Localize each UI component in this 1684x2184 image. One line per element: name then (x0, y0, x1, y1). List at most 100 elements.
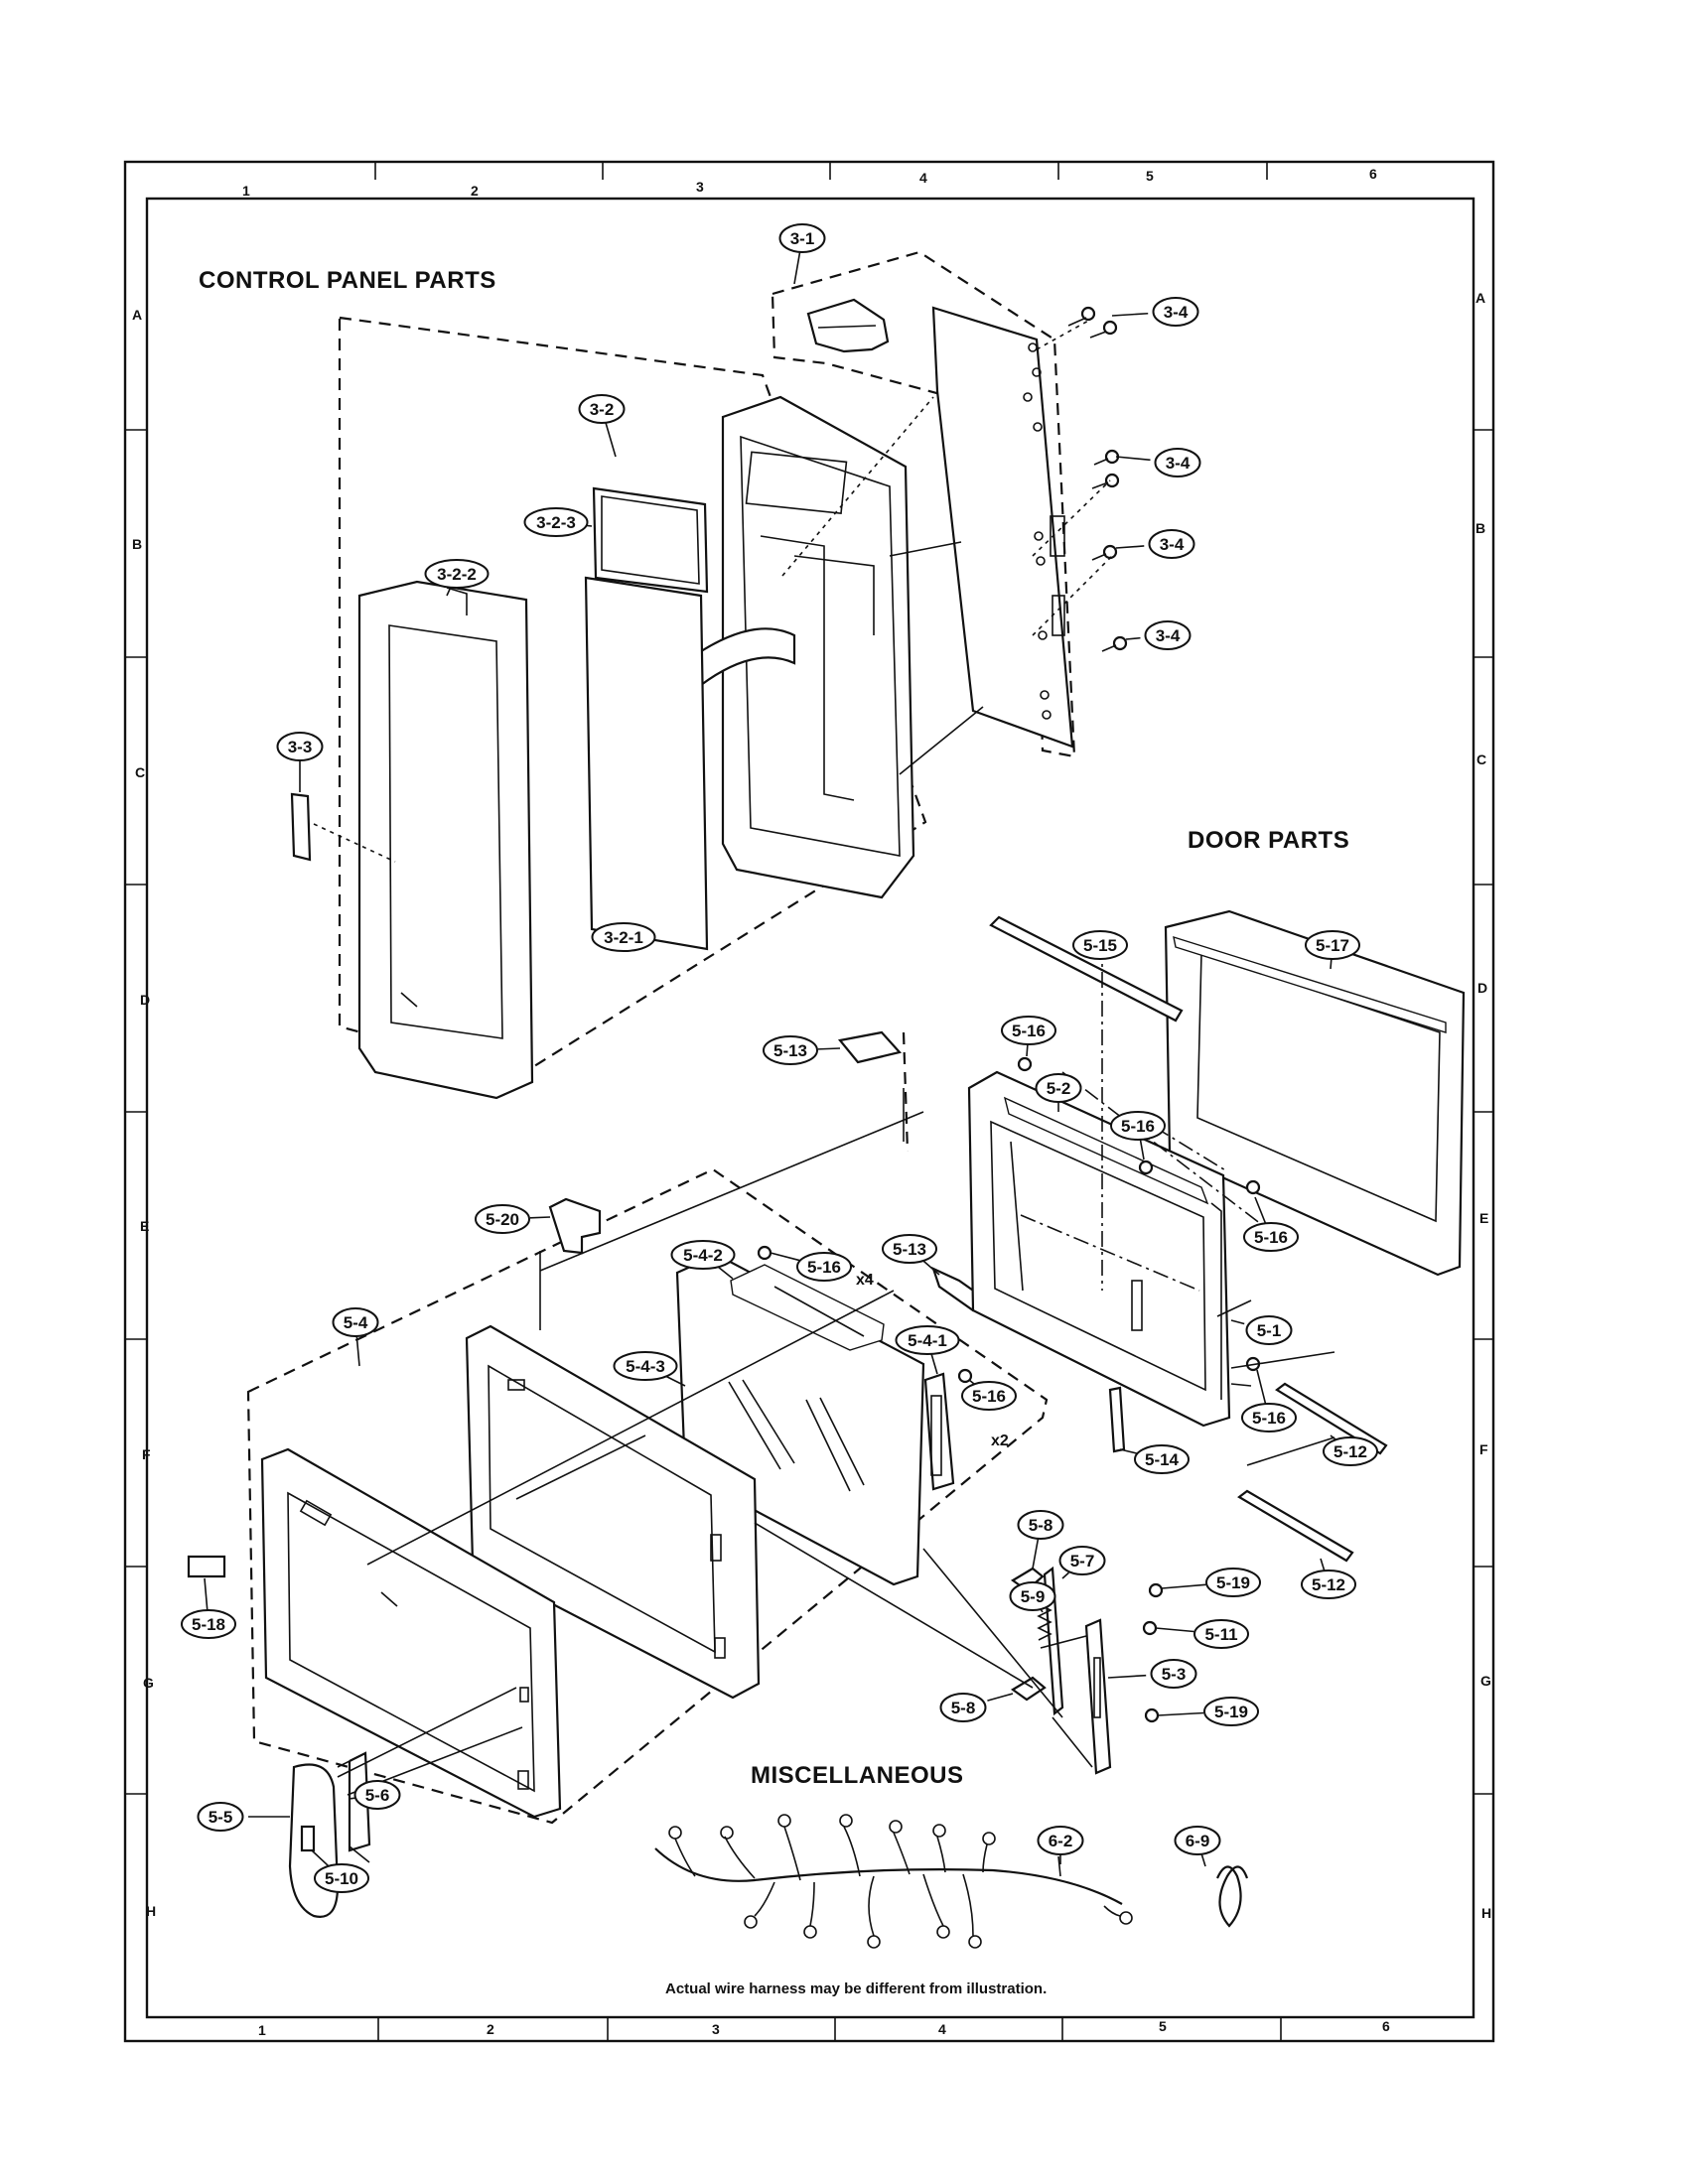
wire-harness-note: Actual wire harness may be different fro… (665, 1980, 1047, 1997)
callout-label-5-14: 5-14 (1145, 1450, 1180, 1469)
callout-leader-3-4 (1111, 312, 1149, 317)
callout-label-3-2: 3-2 (590, 400, 615, 419)
grid-col-6-bottom: 6 (1382, 2018, 1390, 2034)
callout-leader-3-2-2 (446, 587, 452, 597)
callout-bubble-5-7 (1058, 1546, 1106, 1575)
callout-leader-5-13 (922, 1260, 940, 1276)
callout-3-4: 3-4 (1125, 620, 1192, 650)
callout-leader-5-4-1 (930, 1353, 938, 1375)
part-3-3-label (290, 792, 312, 862)
part-5-10-spring (300, 1825, 316, 1852)
callout-leader-5-16 (1254, 1196, 1267, 1224)
callout-bubble-3-2 (578, 394, 626, 424)
callout-bubble-5-2 (1035, 1073, 1082, 1103)
callout-bubble-3-3 (276, 732, 324, 761)
callout-label-3-2-3: 3-2-3 (536, 513, 576, 532)
callout-3-2-3: 3-2-3 (523, 507, 593, 537)
callout-leader-5-18 (204, 1577, 209, 1611)
grid-row-g-right: G (1480, 1673, 1491, 1689)
callout-label-6-9: 6-9 (1186, 1832, 1210, 1850)
callout-label-3-4: 3-4 (1156, 626, 1181, 645)
callout-leader-5-16 (1256, 1369, 1267, 1405)
callout-bubble-3-2-1 (591, 922, 656, 952)
callout-leader-5-12 (1330, 1434, 1336, 1440)
callout-label-5-4: 5-4 (344, 1313, 368, 1332)
callout-leader-5-16 (968, 1379, 975, 1385)
control-panel-group (290, 250, 1128, 1100)
callout-leader-5-13 (817, 1047, 841, 1050)
callout-3-4: 3-4 (1115, 529, 1195, 559)
callout-label-5-13: 5-13 (773, 1041, 807, 1060)
callout-label-3-2-1: 3-2-1 (604, 928, 643, 947)
grid-col-4-bottom: 4 (938, 2021, 946, 2037)
grid-col-6: 6 (1369, 166, 1377, 182)
callout-3-1: 3-1 (778, 223, 826, 285)
callout-label-5-13: 5-13 (893, 1240, 926, 1259)
callout-5-5: 5-5 (197, 1802, 290, 1832)
callout-bubble-5-13 (882, 1234, 937, 1264)
callout-leader-5-4 (355, 1335, 360, 1367)
callout-label-5-12: 5-12 (1333, 1442, 1367, 1461)
callout-5-9: 5-9 (1009, 1581, 1056, 1613)
part-5-14-latch-plate (1108, 1386, 1126, 1453)
callout-bubble-5-15 (1072, 930, 1128, 960)
group-outline-3-2 (338, 316, 927, 1078)
callout-label-5-9: 5-9 (1021, 1587, 1046, 1606)
callout-leader-5-4-3 (664, 1375, 686, 1387)
callout-label-5-19: 5-19 (1216, 1573, 1250, 1592)
callout-bubble-3-2-3 (523, 507, 589, 537)
grid-row-f: F (142, 1446, 151, 1462)
callout-5-16: 5-16 (770, 1252, 852, 1282)
part-6-9-wire-clip (1215, 1865, 1249, 1928)
callout-bubble-5-3 (1150, 1659, 1197, 1689)
callout-leader-6-9 (1200, 1853, 1206, 1867)
callout-bubble-3-2-2 (424, 559, 490, 589)
callout-3-2: 3-2 (578, 394, 626, 458)
grid-col-5: 5 (1146, 168, 1154, 184)
grid-row-g: G (143, 1675, 154, 1691)
grid-row-d: D (140, 992, 150, 1008)
callout-5-16: 5-16 (1110, 1111, 1166, 1160)
callout-label-5-6: 5-6 (365, 1786, 390, 1805)
heading-door-parts: DOOR PARTS (1188, 827, 1349, 854)
callout-label-5-10: 5-10 (325, 1869, 358, 1888)
callout-5-13: 5-13 (763, 1035, 841, 1065)
part-5-20-hinge (548, 1197, 602, 1255)
callout-5-19: 5-19 (1161, 1568, 1261, 1597)
callout-bubble-5-16 (1110, 1111, 1166, 1141)
callout-bubble-5-11 (1193, 1619, 1249, 1649)
part-3-1-connector (806, 298, 890, 353)
grid-col-1: 1 (242, 183, 250, 199)
callout-5-11: 5-11 (1155, 1619, 1249, 1649)
callout-label-5-3: 5-3 (1162, 1665, 1187, 1684)
part-5-4-2-bracket (730, 1264, 885, 1351)
callout-label-5-18: 5-18 (192, 1615, 225, 1634)
callout-label-3-4: 3-4 (1160, 535, 1185, 554)
callout-label-5-19: 5-19 (1214, 1703, 1248, 1721)
callout-5-20: 5-20 (475, 1204, 551, 1234)
callout-bubble-5-13 (763, 1035, 818, 1065)
part-3-2-1-membrane-sheet (584, 576, 709, 951)
grid-row-d-right: D (1477, 980, 1487, 996)
callout-bubble-3-4 (1152, 297, 1199, 327)
part-5-15-seal-strip (989, 915, 1184, 1023)
callout-leader-5-8 (987, 1693, 1014, 1702)
multiplier-x4: x4 (856, 1272, 874, 1289)
group-outline-3-1 (771, 250, 1076, 758)
callout-3-2-2: 3-2-2 (424, 559, 490, 597)
callout-bubble-5-5 (197, 1802, 244, 1832)
callout-5-4-3: 5-4-3 (613, 1351, 686, 1387)
callout-leader-3-4 (1115, 545, 1145, 549)
grid-row-e: E (140, 1218, 149, 1234)
grid-row-a-right: A (1475, 290, 1485, 306)
part-5-2-door-panel (967, 1070, 1231, 1428)
callout-leader-5-14 (1119, 1448, 1137, 1454)
callout-leader-5-7 (1061, 1571, 1069, 1579)
misc-group (654, 1814, 1249, 1949)
grid-col-5-bottom: 5 (1159, 2018, 1167, 2034)
callout-leader-3-1 (793, 251, 801, 285)
callout-bubble-3-4 (1144, 620, 1192, 650)
callout-6-9: 6-9 (1174, 1826, 1221, 1867)
grid-col-2: 2 (471, 183, 479, 199)
callout-bubble-5-8 (939, 1693, 987, 1722)
